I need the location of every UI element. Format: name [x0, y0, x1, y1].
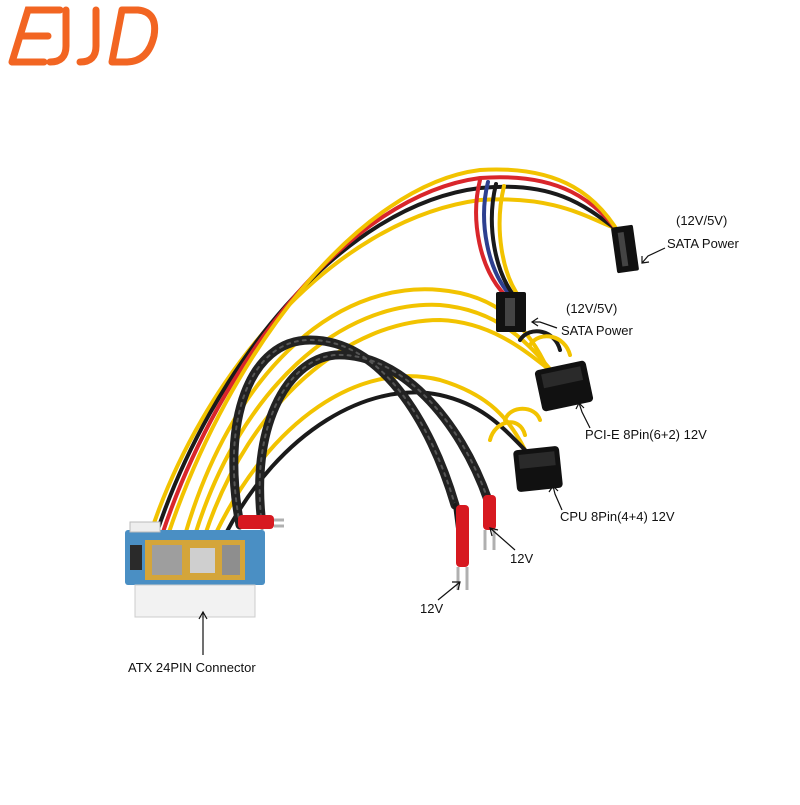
atx-connector-label: ATX 24PIN Connector [128, 660, 256, 675]
sata-mid-connector [496, 292, 526, 332]
atx-board [125, 521, 265, 618]
callout-arrows [198, 247, 666, 655]
sata-mid-voltage-label: (12V/5V) [566, 301, 618, 316]
terminal-right [483, 495, 496, 550]
sata-top-connector [611, 224, 639, 274]
cpu-label: CPU 8Pin(4+4) 12V [560, 509, 675, 524]
terminal-left-label: 12V [420, 601, 444, 616]
sata-mid-wires [474, 178, 522, 300]
pcie-label: PCI-E 8Pin(6+2) 12V [585, 427, 707, 442]
terminal-atx-red [238, 515, 284, 529]
brand-logo [8, 6, 159, 66]
sata-top-voltage-label: (12V/5V) [676, 213, 728, 228]
cpu-connector [513, 446, 563, 492]
terminal-right-label: 12V [510, 551, 534, 566]
sata-top-label: SATA Power [667, 236, 739, 251]
sata-mid-label: SATA Power [561, 323, 633, 338]
terminal-left [456, 505, 469, 590]
pcie-connector [534, 360, 594, 412]
sata-top-wires [148, 167, 627, 537]
